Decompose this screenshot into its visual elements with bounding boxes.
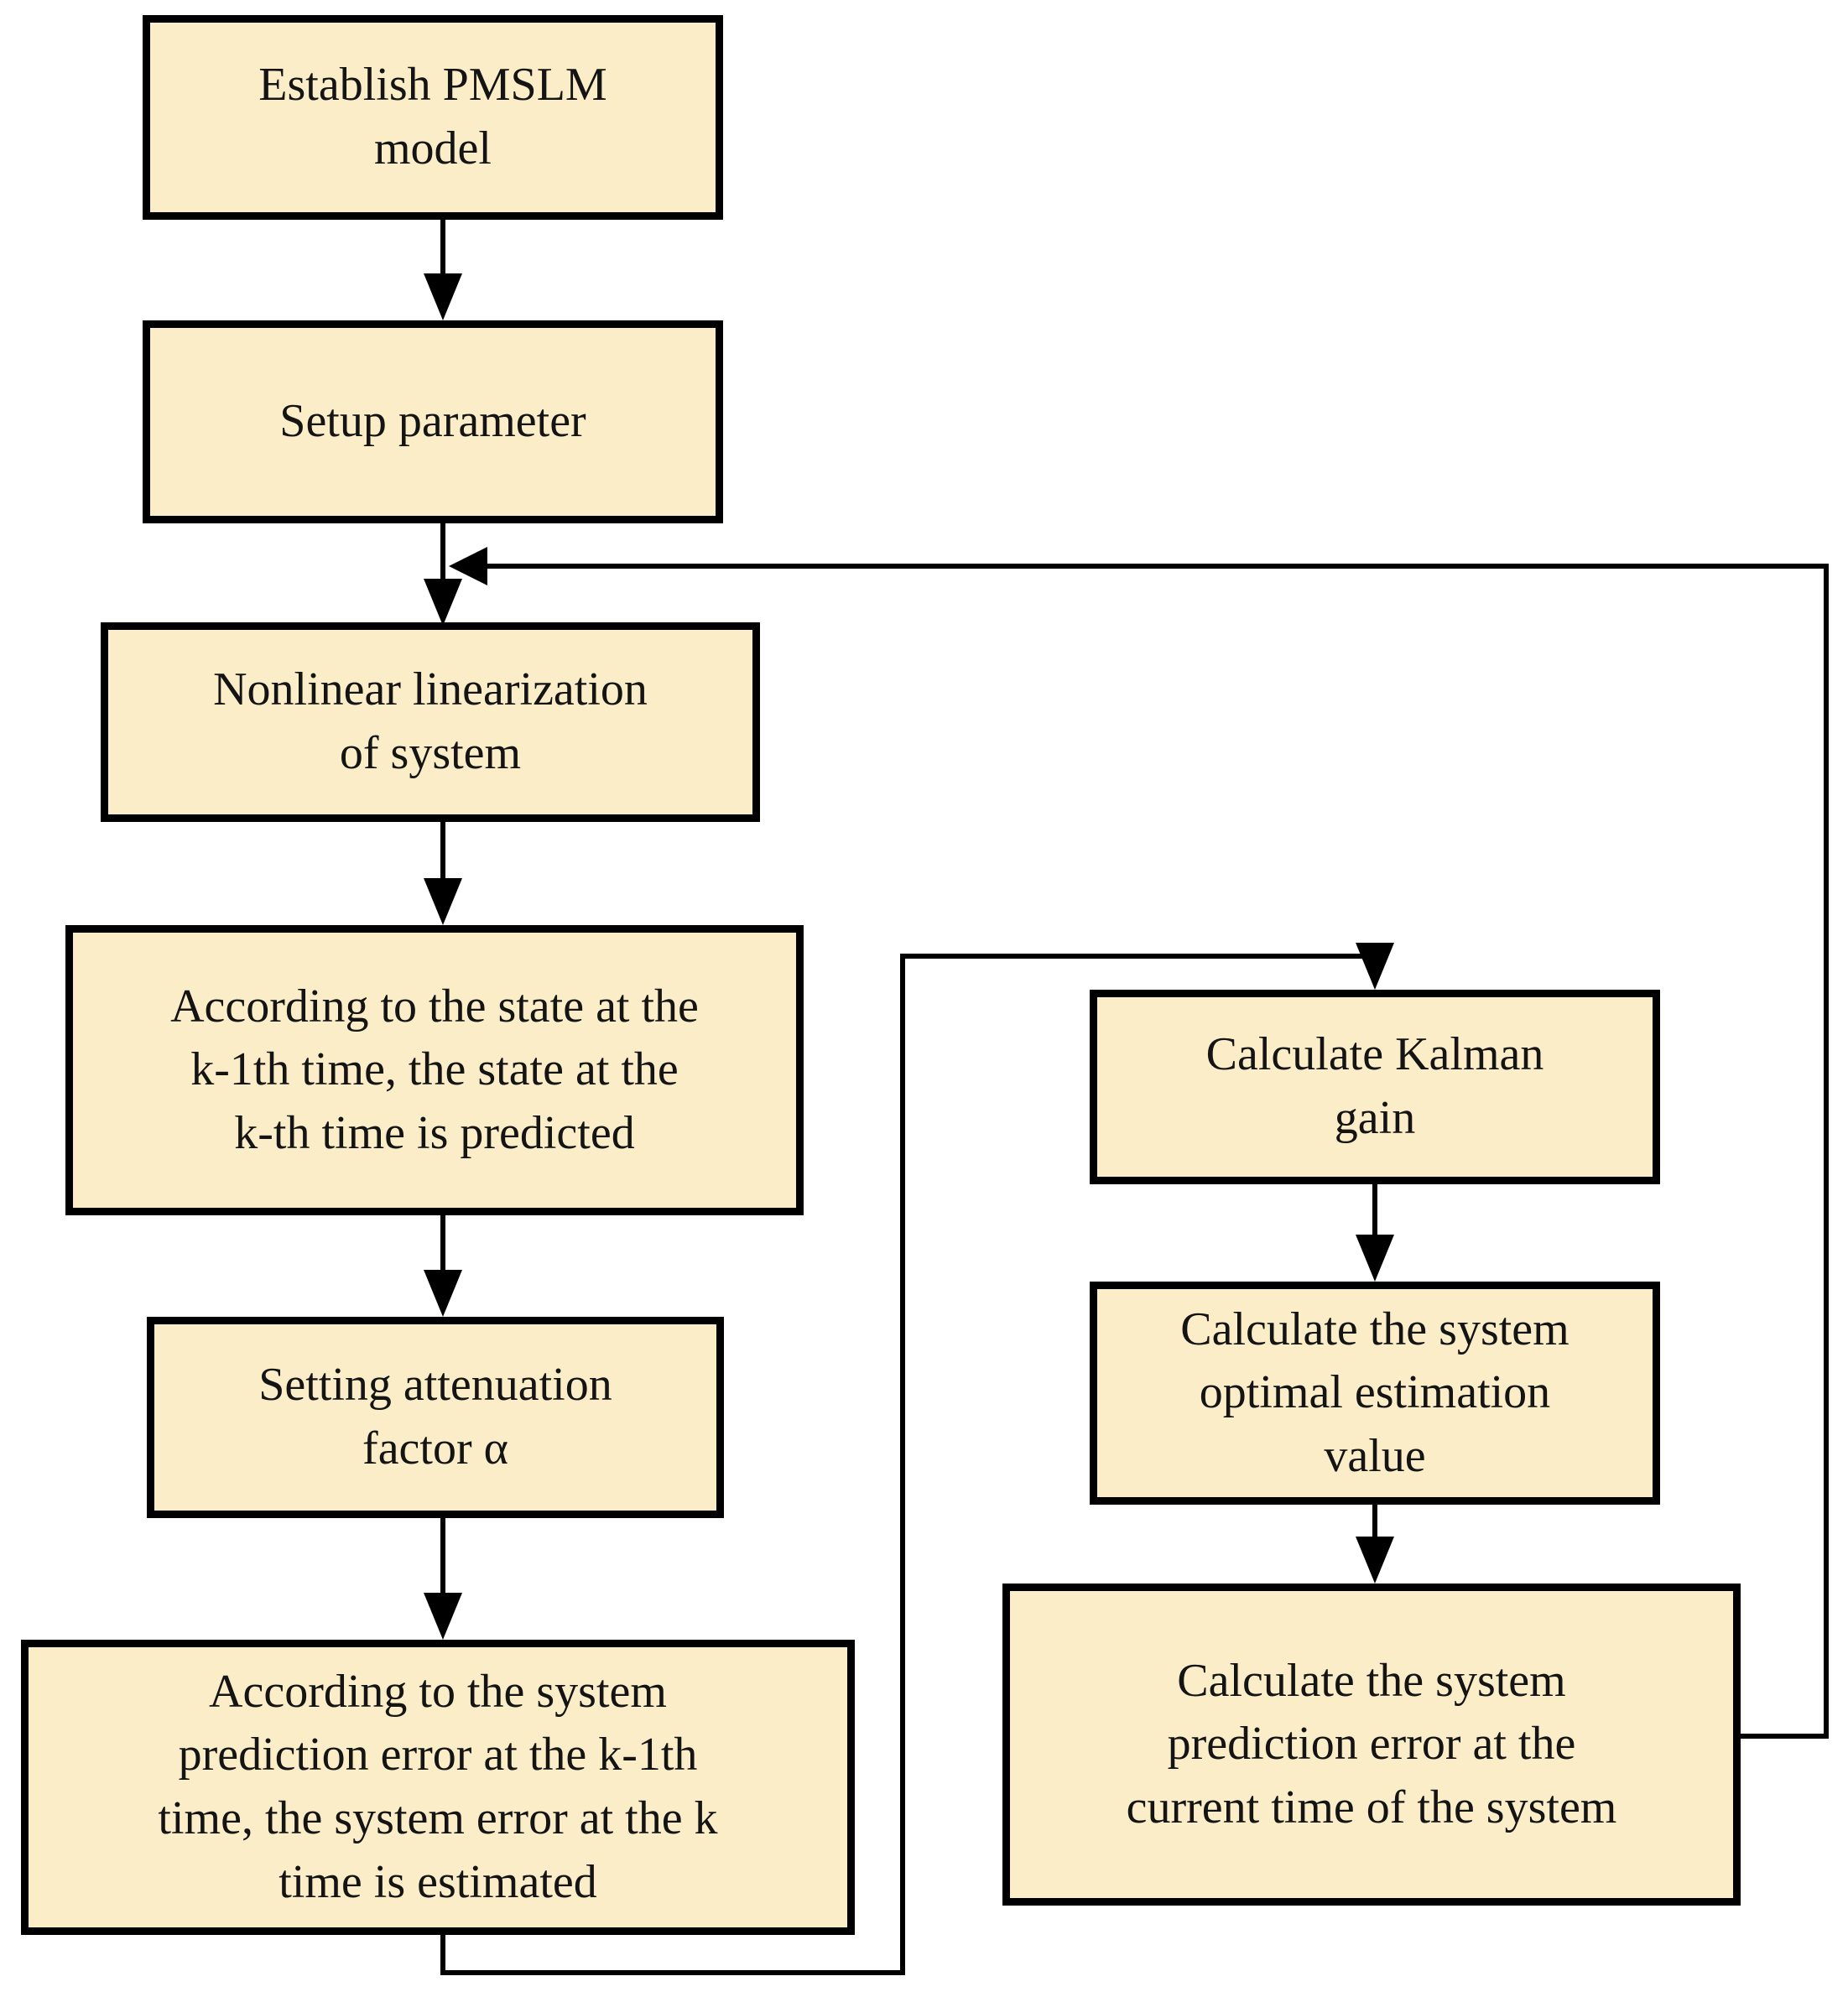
- flow-node-optimal-estimation: Calculate the system optimal estimation …: [1090, 1282, 1660, 1505]
- arrowhead-down-icon: [424, 273, 462, 320]
- arrow-kalman-to-optimal: [1356, 1184, 1394, 1282]
- flow-node-state-prediction: According to the state at the k-1th time…: [65, 925, 804, 1215]
- arrowhead-down-icon: [1356, 1235, 1394, 1282]
- flow-node-label: Setup parameter: [279, 395, 586, 448]
- arrow-setup-to-linearization: [424, 522, 462, 626]
- flow-node-label: Nonlinear linearization of system: [213, 663, 648, 779]
- flow-node-label: According to the system prediction error…: [158, 1665, 718, 1908]
- flow-node-label: Establish PMSLM model: [258, 59, 607, 174]
- arrowhead-left-icon: [449, 547, 487, 585]
- flow-node-setup-parameter: Setup parameter: [143, 320, 723, 523]
- flow-node-label: Calculate Kalman gain: [1205, 1028, 1544, 1144]
- feedback-loop-line: [449, 547, 1829, 1739]
- arrowhead-down-icon: [1356, 1537, 1394, 1584]
- flow-node-prediction-error-current: Calculate the system prediction error at…: [1002, 1584, 1741, 1906]
- arrow-estimation-to-kalman: [440, 943, 1394, 1975]
- flow-node-label: Calculate the system prediction error at…: [1126, 1654, 1617, 1833]
- arrow-attenuation-to-estimation: [424, 1518, 462, 1640]
- flow-node-establish-model: Establish PMSLM model: [143, 15, 723, 220]
- arrow-linearization-to-prediction: [424, 822, 462, 925]
- flow-node-label: Setting attenuation factor α: [258, 1359, 612, 1474]
- arrowhead-down-icon: [424, 878, 462, 925]
- flow-node-nonlinear-linearization: Nonlinear linearization of system: [101, 622, 760, 822]
- flow-node-attenuation-factor: Setting attenuation factor α: [147, 1317, 724, 1518]
- arrow-optimal-to-prediction-error: [1356, 1505, 1394, 1584]
- arrowhead-down-icon: [424, 579, 462, 626]
- flow-node-error-estimation: According to the system prediction error…: [21, 1640, 855, 1935]
- arrowhead-down-icon: [1356, 943, 1394, 990]
- feedback-path: [486, 564, 1829, 1739]
- arrow-establish-to-setup: [424, 220, 462, 320]
- arrowhead-down-icon: [424, 1593, 462, 1640]
- flow-node-kalman-gain: Calculate Kalman gain: [1090, 990, 1660, 1184]
- flow-node-label: According to the state at the k-1th time…: [170, 980, 699, 1159]
- flow-node-label: Calculate the system optimal estimation …: [1180, 1303, 1569, 1482]
- arrowhead-down-icon: [424, 1270, 462, 1317]
- arrow-prediction-to-attenuation: [424, 1215, 462, 1317]
